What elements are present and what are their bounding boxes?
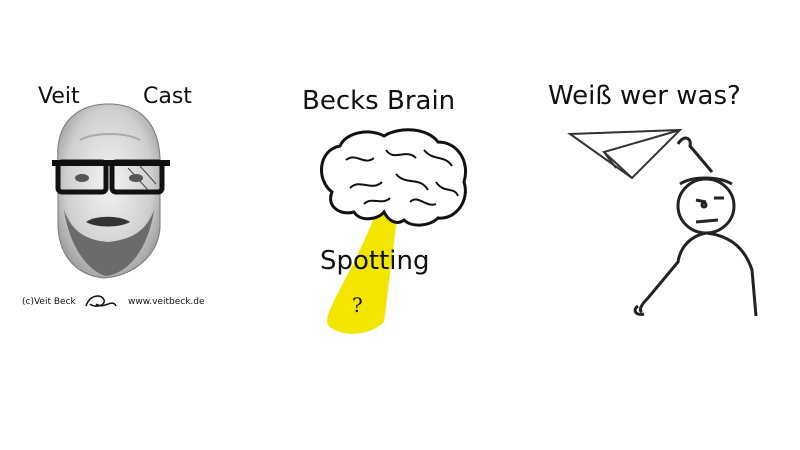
- becks-brain-panel: ? Becks Brain Spotting: [260, 0, 520, 450]
- spotting-label: Spotting: [320, 246, 430, 276]
- brain-drawing: ?: [320, 128, 467, 334]
- portrait-drawing: [52, 103, 170, 279]
- signature-icon: [85, 295, 117, 307]
- stick-figure: [633, 136, 758, 317]
- title-cast: Cast: [143, 84, 192, 109]
- becks-brain-title: Becks Brain: [302, 86, 456, 116]
- weiss-wer-was-title: Weiß wer was?: [548, 81, 741, 111]
- website-text: www.veitbeck.de: [128, 297, 205, 307]
- copyright-text: (c)Veit Beck: [22, 297, 76, 307]
- weiss-wer-was-panel: Weiß wer was?: [520, 0, 800, 450]
- paper-plane-icon: [567, 128, 683, 180]
- title-veit: Veit: [38, 84, 80, 109]
- paper-plane-stick-figure-drawing: [567, 128, 758, 317]
- question-mark: ?: [352, 293, 363, 317]
- veit-cast-panel: Veit Cast (c)Veit Beck www.veitbeck.de: [0, 0, 260, 450]
